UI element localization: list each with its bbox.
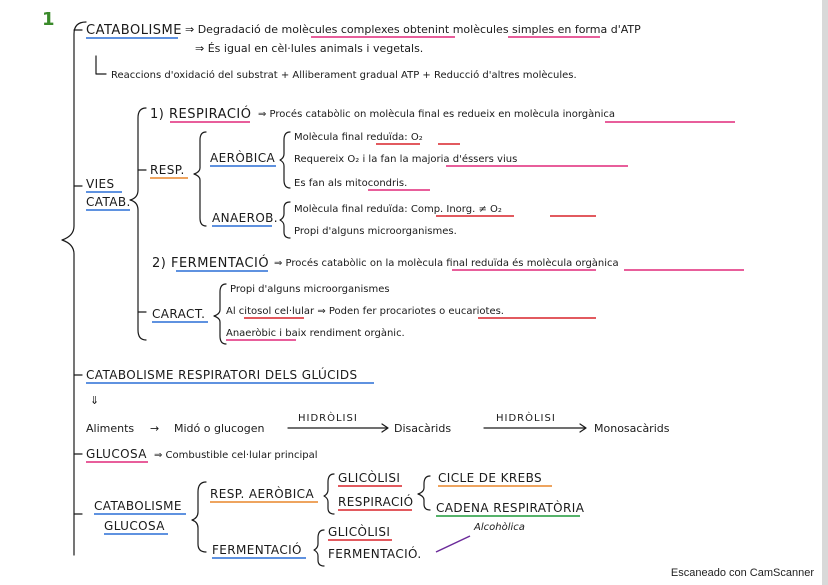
- catabolisme-line-3: Reaccions d'oxidació del substrat + Alli…: [111, 69, 577, 81]
- catabolisme-line-2: ⇒ És igual en cèl·lules animals i vegeta…: [195, 42, 423, 55]
- down-arrow: ⇓: [90, 394, 99, 407]
- glucids-title: CATABOLISME RESPIRATORI DELS GLÚCIDS: [86, 367, 358, 382]
- scanner-footer: Escaneado con CamScanner: [670, 567, 814, 579]
- caract-item-1: Propi d'alguns microorganismes: [230, 284, 390, 295]
- glicolisi-2: GLICÒLISI: [328, 524, 390, 539]
- fermentacio-2: FERMENTACIÓ.: [328, 546, 422, 561]
- aerobica-label: AERÒBICA: [210, 150, 276, 165]
- anaerob-item-1: Molècula final reduïda: Comp. Inorg. ≠ O…: [294, 203, 502, 215]
- chain-mido: Midó o glucogen: [174, 422, 265, 435]
- resp-label: RESP.: [150, 163, 185, 177]
- respiracio-desc: ⇒ Procés catabòlic on molècula final es …: [258, 108, 615, 120]
- anaerob-label: ANAEROB.: [212, 211, 278, 225]
- caract-item-2: Al citosol cel·lular ⇒ Poden fer procari…: [226, 306, 504, 317]
- resp-aerobica-label: RESP. AERÒBICA: [210, 486, 314, 501]
- fermentacio-title: 2) FERMENTACIÓ: [152, 255, 269, 271]
- glicolisi-1: GLICÒLISI: [338, 470, 400, 485]
- glucosa-label: GLUCOSA: [86, 447, 147, 461]
- hidrolisi-label-2: HIDRÒLISI: [496, 411, 556, 424]
- alcoholica-label: Alcohòlica: [473, 521, 525, 533]
- fermentacio-desc: ⇒ Procés catabòlic on la molècula final …: [274, 257, 619, 269]
- aerobica-item-3: Es fan als mitocondris.: [294, 178, 407, 189]
- respiracio-label: RESPIRACIÓ: [338, 494, 414, 509]
- vies-label-1: VIES: [86, 177, 115, 191]
- chain-monosacarids: Monosacàrids: [594, 422, 670, 435]
- cat-glucosa-label-2: GLUCOSA: [104, 519, 165, 533]
- anaerob-item-2: Propi d'alguns microorganismes.: [294, 226, 457, 237]
- catabolisme-line-1: ⇒ Degradació de molècules complexes obte…: [185, 23, 641, 36]
- respiracio-title: 1) RESPIRACIÓ: [150, 106, 251, 122]
- cicle-krebs: CICLE DE KREBS: [438, 471, 542, 485]
- cat-glucosa-label-1: CATABOLISME: [94, 499, 182, 513]
- fermentacio-label: FERMENTACIÓ: [212, 542, 302, 557]
- vies-label-2: CATAB.: [86, 195, 131, 209]
- aerobica-item-1: Molècula final reduïda: O₂: [294, 131, 423, 143]
- resp-brace: [193, 131, 207, 227]
- scan-edge: [822, 0, 828, 585]
- caract-item-3: Anaeròbic i baix rendiment orgànic.: [226, 327, 405, 339]
- hidrolisi-label-1: HIDRÒLISI: [298, 411, 358, 424]
- chain-arrow-1: →: [150, 422, 159, 435]
- page-number: 1: [42, 9, 55, 30]
- chain-disacarids: Disacàrids: [394, 422, 451, 435]
- chain-aliments: Aliments: [86, 422, 134, 435]
- cadena-respiratoria: CADENA RESPIRATÒRIA: [436, 500, 585, 515]
- caract-label: CARACT.: [152, 307, 205, 321]
- catabolisme-title: CATABOLISME: [86, 23, 182, 38]
- glucosa-desc: ⇒ Combustible cel·lular principal: [154, 450, 317, 461]
- main-brace: [61, 21, 87, 556]
- vies-brace: [129, 107, 147, 341]
- aerobica-item-2: Requereix O₂ i la fan la majoria d'ésser…: [294, 153, 517, 165]
